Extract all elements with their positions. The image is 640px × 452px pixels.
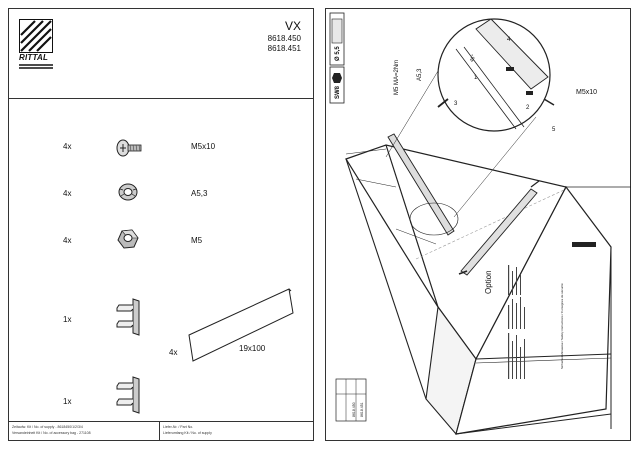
step-number-5: 5 <box>552 127 556 133</box>
product-code-2: 8618.451 <box>267 44 301 53</box>
step-number-1: 1 <box>474 75 478 81</box>
header-divider <box>9 98 313 99</box>
step-number-4: 4 <box>507 37 511 43</box>
part-label-nut: M5 <box>191 236 203 245</box>
left-page: RITTAL VX 8618.450 8618.451 4x M5x10 4x <box>8 8 314 441</box>
bracket-icon <box>113 297 143 337</box>
step-number-3: 3 <box>454 101 458 107</box>
assembly-drawing <box>329 12 631 436</box>
nut-icon <box>117 228 139 250</box>
part-label-screw: M5x10 <box>191 142 216 151</box>
footer-left-line2: Versandeinheit Kit / No. of accessory ba… <box>12 431 91 435</box>
washer-callout: A5,3 <box>417 68 423 81</box>
right-page: Ø 5,5 SW8 M5 MA=2Nm A5,3 45° M5x10 Optio… <box>325 8 631 441</box>
step-number-2: 2 <box>526 105 530 111</box>
part-qty-bracket-1: 1x <box>63 315 72 324</box>
safety-notes: Sicherheitshinweise / Safety instruction… <box>560 283 564 369</box>
screw-icon <box>116 135 142 159</box>
torque-label: M5 MA=2Nm <box>394 59 400 95</box>
option-label: Option <box>484 270 493 294</box>
drill-label: Ø 5,5 <box>335 46 341 61</box>
screw-callout: M5x10 <box>576 89 598 96</box>
bracket-icon <box>113 375 143 415</box>
footer-right-line1: Liefer-Nr. / Part No. <box>163 425 194 429</box>
footer-right-line2: Lieferumfang Kit / No. of supply <box>163 431 212 435</box>
part-qty-screw: 4x <box>63 142 72 151</box>
table-code-1: 8618.450 <box>352 402 356 417</box>
tool-label: SW8 <box>335 85 341 99</box>
left-footer: Zeitaufw. Kit / No. of supply - 8618450/… <box>9 421 313 440</box>
product-code-1: 8618.450 <box>267 34 301 43</box>
rittal-logo <box>19 19 53 67</box>
part-qty-washer: 4x <box>63 189 72 198</box>
product-title: VX <box>284 19 301 33</box>
sealing-strip-icon <box>185 277 297 367</box>
part-label-washer: A5,3 <box>191 189 208 198</box>
footer-left-line1: Zeitaufw. Kit / No. of supply - 8618450/… <box>12 425 83 429</box>
part-qty-nut: 4x <box>63 236 72 245</box>
strip-label: 19x100 <box>239 344 266 353</box>
part-qty-bracket-2: 1x <box>63 397 72 406</box>
washer-icon <box>117 181 139 203</box>
table-code-2: 8618.451 <box>360 402 364 417</box>
brand-name: RITTAL <box>19 53 49 62</box>
strip-qty: 4x <box>169 348 178 357</box>
